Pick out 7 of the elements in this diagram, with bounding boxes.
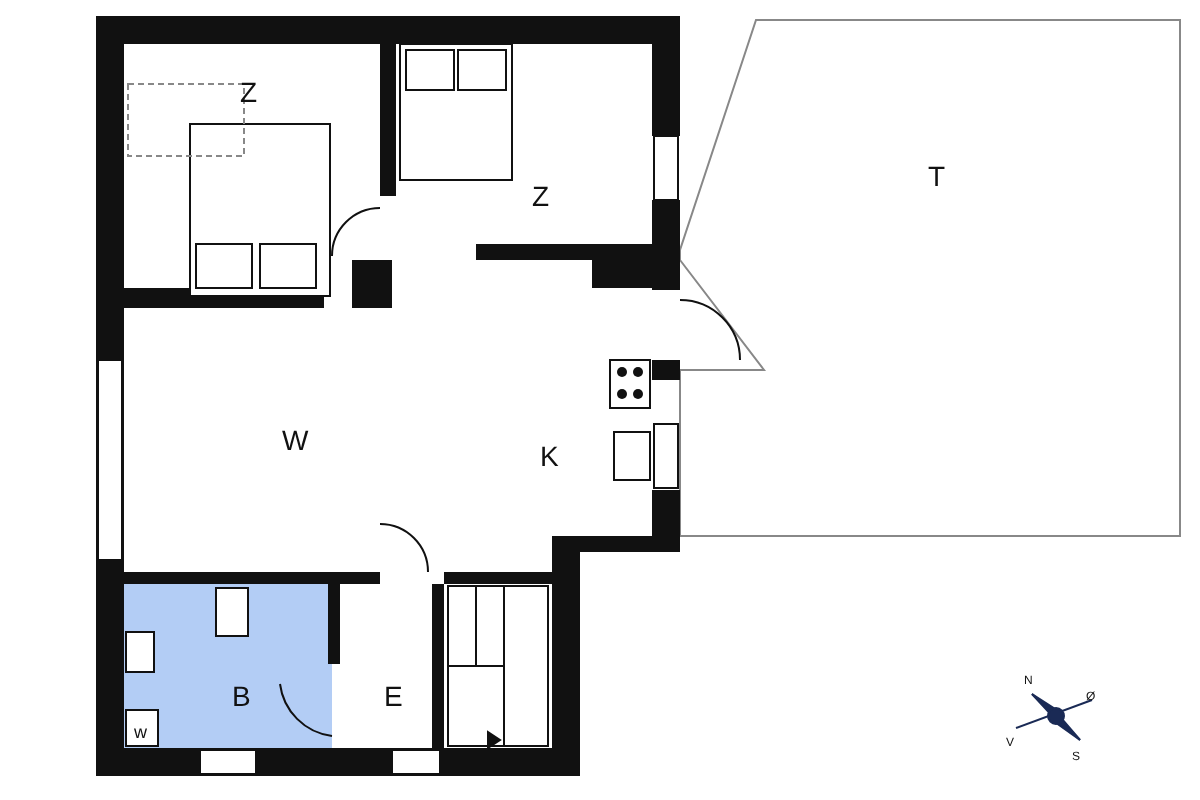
- room-letter: K: [540, 440, 559, 472]
- room-letter: T: [928, 160, 946, 192]
- room-letter: W: [282, 424, 309, 456]
- room-letter: Z: [240, 76, 258, 108]
- room-letter: Z: [532, 180, 550, 212]
- room-letter: E: [384, 680, 403, 712]
- room-letter: B: [232, 680, 251, 712]
